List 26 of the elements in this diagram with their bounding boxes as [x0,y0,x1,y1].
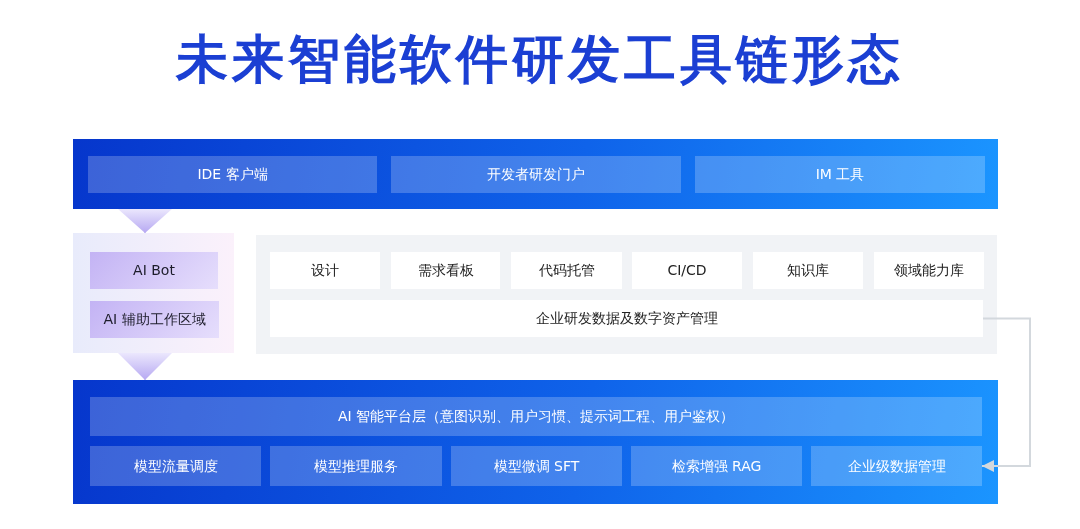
module-box: IDE 客户端 [88,156,377,193]
chevron-arrow [118,208,172,234]
module-box: 需求看板 [391,252,500,289]
module-box: 设计 [270,252,380,289]
module-box: IM 工具 [695,156,985,193]
title: 未来智能软件研发工具链形态 [174,28,905,91]
module-box: 企业级数据管理 [811,446,982,486]
layer-band [73,380,998,504]
module-box: 模型推理服务 [270,446,442,486]
chevron-arrow [118,352,172,381]
module-box: AI 辅助工作区域 [90,301,219,338]
module-box: 模型流量调度 [90,446,261,486]
module-box: 检索增强 RAG [631,446,802,486]
ai-panel [73,233,234,353]
tool-panel [256,235,997,354]
layer-band [73,139,998,209]
module-box: AI 智能平台层（意图识别、用户习惯、提示词工程、用户鉴权） [90,397,982,436]
module-box: 开发者研发门户 [391,156,681,193]
module-box: 知识库 [753,252,863,289]
module-box: AI Bot [90,252,218,289]
connector-arrow [981,317,1031,472]
module-box: CI/CD [632,252,742,289]
module-box: 企业研发数据及数字资产管理 [270,300,983,337]
module-box: 领域能力库 [874,252,984,289]
module-box: 模型微调 SFT [451,446,622,486]
module-box: 代码托管 [511,252,622,289]
